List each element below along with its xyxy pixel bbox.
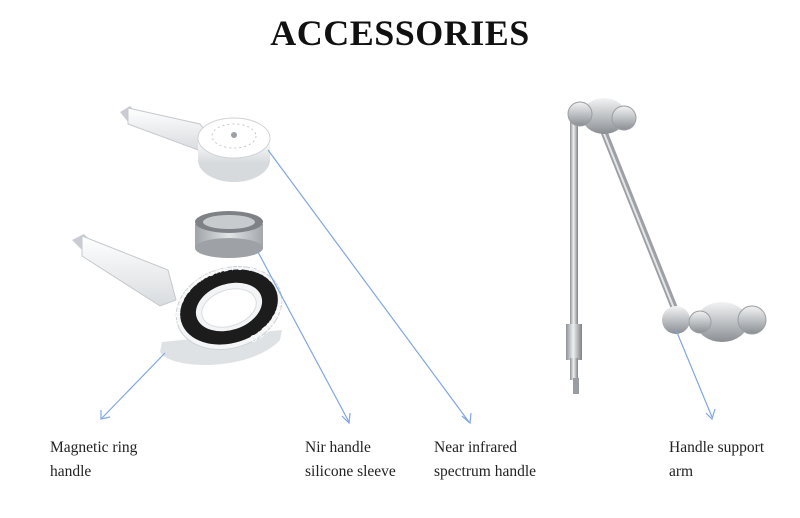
caption-handle-support-arm: Handle support arm xyxy=(669,439,765,480)
leader-lines xyxy=(101,149,713,423)
page-title: ACCESSORIES xyxy=(270,13,530,53)
handle-support-arm-image xyxy=(566,98,767,394)
near-infrared-spectrum-handle-image xyxy=(120,106,271,182)
leader-arrowheads xyxy=(100,408,716,425)
leader-line-silicone-sleeve xyxy=(257,251,350,423)
caption-magnetic-ring-handle: Magnetic ring handle xyxy=(50,439,138,480)
leader-line-support-arm xyxy=(675,329,713,418)
silicone-sleeve-image xyxy=(195,211,263,258)
caption-near-infrared-spectrum-handle: Near infrared spectrum handle xyxy=(434,439,537,480)
leader-line-nir-handle xyxy=(267,149,470,423)
magnetic-ring-handle-image: PHYSIO MAGNETO PHYSIO MAGNETO xyxy=(72,234,284,365)
leader-line-magnetic-ring xyxy=(101,352,166,419)
caption-nir-handle-silicone-sleeve: Nir handle silicone sleeve xyxy=(305,439,396,480)
